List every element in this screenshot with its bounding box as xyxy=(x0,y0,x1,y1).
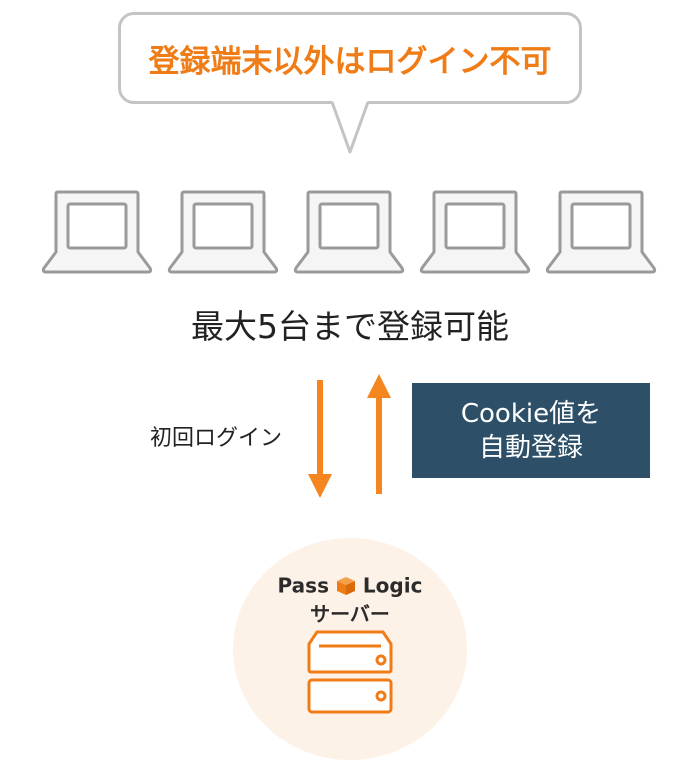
cube-logo-icon xyxy=(336,576,355,595)
brand-part2: Logic xyxy=(362,573,423,598)
first-login-label: 初回ログイン xyxy=(150,426,283,451)
cookie-register-box: Cookie値を 自動登録 xyxy=(412,383,650,478)
laptop-icon xyxy=(293,190,405,274)
laptop-icon xyxy=(167,190,279,274)
speech-bubble-tail xyxy=(330,100,370,154)
server-icon xyxy=(307,630,393,714)
laptop-icon xyxy=(545,190,657,274)
cookie-box-line1: Cookie値を xyxy=(460,398,602,429)
down-arrow-icon xyxy=(308,380,332,498)
speech-bubble: 登録端末以外はログイン不可 xyxy=(118,12,582,104)
laptop-icon xyxy=(419,190,531,274)
laptop-icon xyxy=(41,190,153,274)
server-label: サーバー xyxy=(310,602,390,626)
bubble-text: 登録端末以外はログイン不可 xyxy=(148,43,552,80)
passlogic-logo: Pass Logic xyxy=(233,572,467,598)
brand-part1: Pass xyxy=(277,573,329,598)
up-arrow-icon xyxy=(367,374,391,494)
device-limit-caption: 最大5台まで登録可能 xyxy=(191,307,509,346)
cookie-box-line2: 自動登録 xyxy=(478,432,583,463)
device-row xyxy=(40,190,660,274)
